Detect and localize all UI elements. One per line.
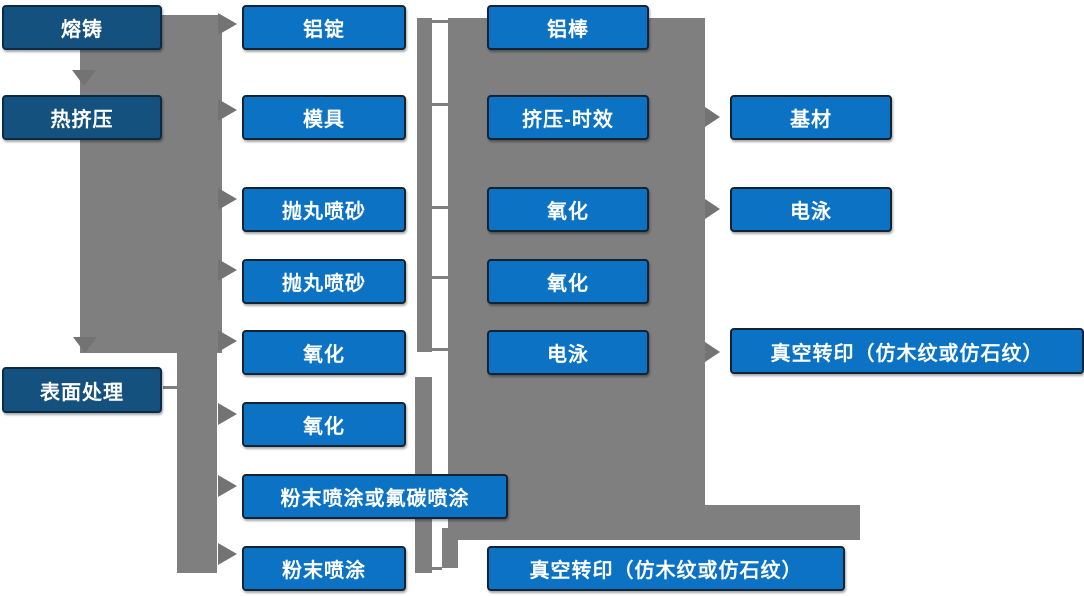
connector-block-extension — [705, 505, 860, 540]
node-electrophoresis-1: 电泳 — [487, 330, 649, 375]
arrow-right-icon — [218, 403, 237, 425]
node-oxidation-4: 氧化 — [487, 259, 649, 304]
node-base-material: 基材 — [730, 95, 892, 140]
connector-line-blast2-oxide — [432, 276, 448, 279]
arrow-down-icon — [72, 70, 96, 86]
node-powder-coating: 粉末喷涂 — [242, 546, 406, 591]
node-oxidation-3: 氧化 — [487, 187, 649, 232]
node-oxidation-1: 氧化 — [242, 330, 406, 375]
connector-mid-bar-upper — [417, 18, 432, 352]
arrow-right-icon — [218, 330, 237, 352]
node-electrophoresis-2: 电泳 — [730, 187, 892, 232]
arrow-right-icon — [705, 342, 720, 362]
connector-line-blast1-oxide — [432, 206, 448, 209]
connector-line-mold-extrusion — [432, 103, 448, 106]
connector-line-powder-vacuum — [432, 567, 442, 570]
connector-bottom-stub — [442, 528, 458, 568]
node-vacuum-transfer-right: 真空转印（仿木纹或仿石纹） — [730, 328, 1084, 374]
node-vacuum-transfer-bottom: 真空转印（仿木纹或仿石纹） — [487, 546, 845, 591]
connector-left-band — [80, 15, 222, 353]
arrow-right-icon — [705, 199, 720, 219]
node-surface-treatment: 表面处理 — [2, 367, 162, 413]
node-shot-blasting-2: 抛丸喷砂 — [242, 259, 406, 304]
arrow-right-icon — [218, 259, 237, 281]
connector-left-lower-bar — [177, 353, 217, 573]
node-extrusion-aging: 挤压-时效 — [487, 95, 649, 140]
arrow-right-icon — [218, 13, 237, 35]
node-oxidation-2: 氧化 — [242, 402, 406, 447]
node-aluminum-rod: 铝棒 — [487, 5, 649, 50]
arrow-right-icon — [218, 188, 237, 210]
node-melting: 熔铸 — [2, 5, 162, 50]
node-powder-or-fluorocarbon: 粉末喷涂或氟碳喷涂 — [242, 474, 508, 519]
arrow-right-icon — [705, 107, 720, 127]
arrow-right-icon — [218, 99, 237, 121]
node-hot-extrusion: 热挤压 — [2, 95, 162, 140]
connector-line-ingot-rod — [432, 20, 448, 23]
arrow-right-icon — [218, 543, 237, 565]
arrow-down-icon — [73, 337, 97, 353]
connector-line-surface-treatment — [163, 386, 177, 389]
node-aluminum-ingot: 铝锭 — [242, 5, 406, 50]
connector-line-oxide-electro — [432, 348, 448, 351]
arrow-right-icon — [218, 475, 237, 497]
node-shot-blasting-1: 抛丸喷砂 — [242, 187, 406, 232]
node-mold: 模具 — [242, 95, 406, 140]
